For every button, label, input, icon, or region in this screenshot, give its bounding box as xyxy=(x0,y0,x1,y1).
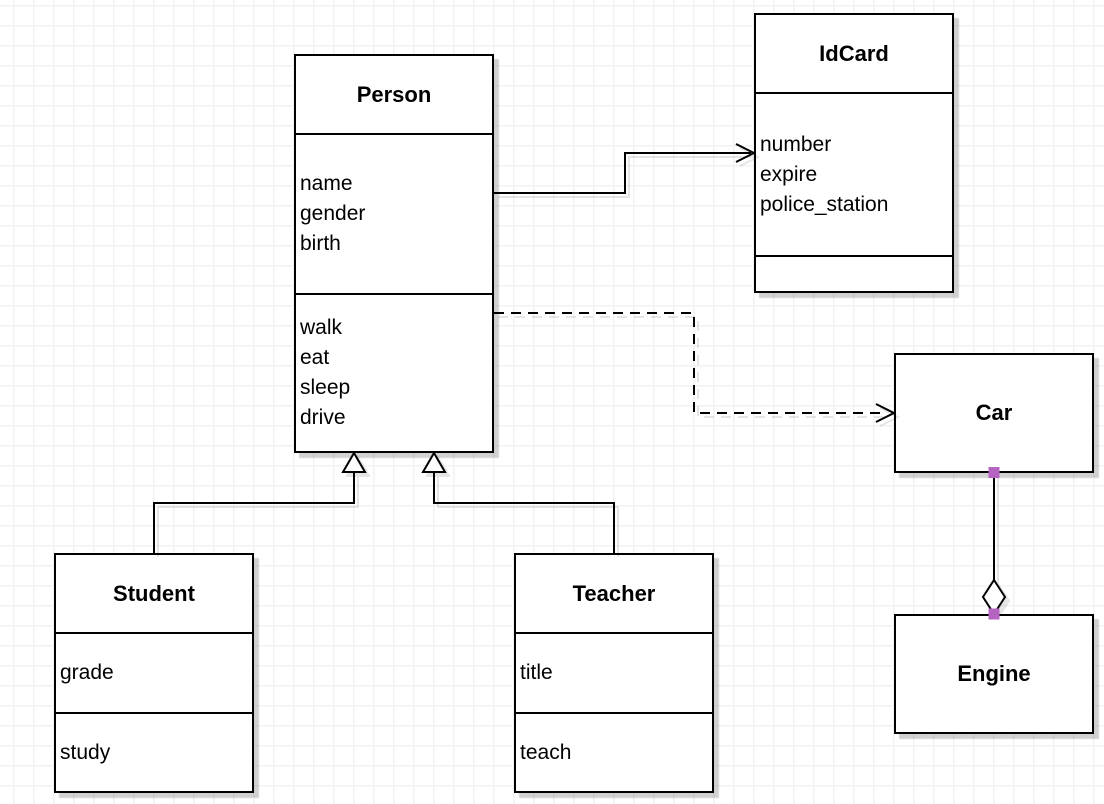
class-engine[interactable]: Engine xyxy=(894,614,1094,734)
edge-person-car[interactable] xyxy=(494,312,886,414)
class-title: Person xyxy=(356,81,432,107)
class-student[interactable]: Student grade study xyxy=(54,553,254,793)
attribute: name xyxy=(300,172,353,195)
method: sleep xyxy=(300,376,351,399)
endpoint-marker[interactable] xyxy=(988,608,1000,620)
class-car[interactable]: Car xyxy=(894,353,1094,473)
edge-teacher-person[interactable] xyxy=(433,472,615,553)
attribute: birth xyxy=(300,232,341,255)
class-title: IdCard xyxy=(819,40,889,66)
class-methods-section: study xyxy=(56,712,252,791)
class-attributes-section: number expire police_station xyxy=(756,92,952,255)
class-title: Engine xyxy=(957,661,1031,686)
class-attributes-section: name gender birth xyxy=(296,133,492,293)
attribute: expire xyxy=(760,162,818,186)
generalization-triangle-icon xyxy=(421,451,447,473)
attribute: police_station xyxy=(760,192,889,216)
class-attributes-section: title xyxy=(516,632,712,712)
attribute: number xyxy=(760,132,832,156)
class-attributes-section: grade xyxy=(56,632,252,712)
method: walk xyxy=(300,316,343,339)
class-methods-section: walk eat sleep drive xyxy=(296,293,492,451)
class-idcard[interactable]: IdCard number expire police_station xyxy=(754,13,954,293)
class-title: Car xyxy=(975,400,1013,425)
edge-student-person[interactable] xyxy=(153,472,355,553)
class-title: Teacher xyxy=(572,580,656,606)
class-teacher[interactable]: Teacher title teach xyxy=(514,553,714,793)
class-methods-section xyxy=(756,255,952,291)
edge-person-idcard[interactable] xyxy=(494,152,751,194)
class-person[interactable]: Person name gender birth walk eat sleep … xyxy=(294,54,494,453)
method: drive xyxy=(300,406,346,429)
class-title: Student xyxy=(113,580,195,606)
method: study xyxy=(60,740,111,764)
method: eat xyxy=(300,346,330,369)
attribute: title xyxy=(520,661,553,684)
attribute: gender xyxy=(300,202,366,225)
method: teach xyxy=(520,740,572,764)
class-methods-section: teach xyxy=(516,712,712,791)
generalization-triangle-icon xyxy=(341,451,367,473)
attribute: grade xyxy=(60,661,114,684)
open-arrowhead-icon xyxy=(875,403,897,423)
open-arrowhead-icon xyxy=(735,143,757,163)
endpoint-marker[interactable] xyxy=(988,467,1000,478)
